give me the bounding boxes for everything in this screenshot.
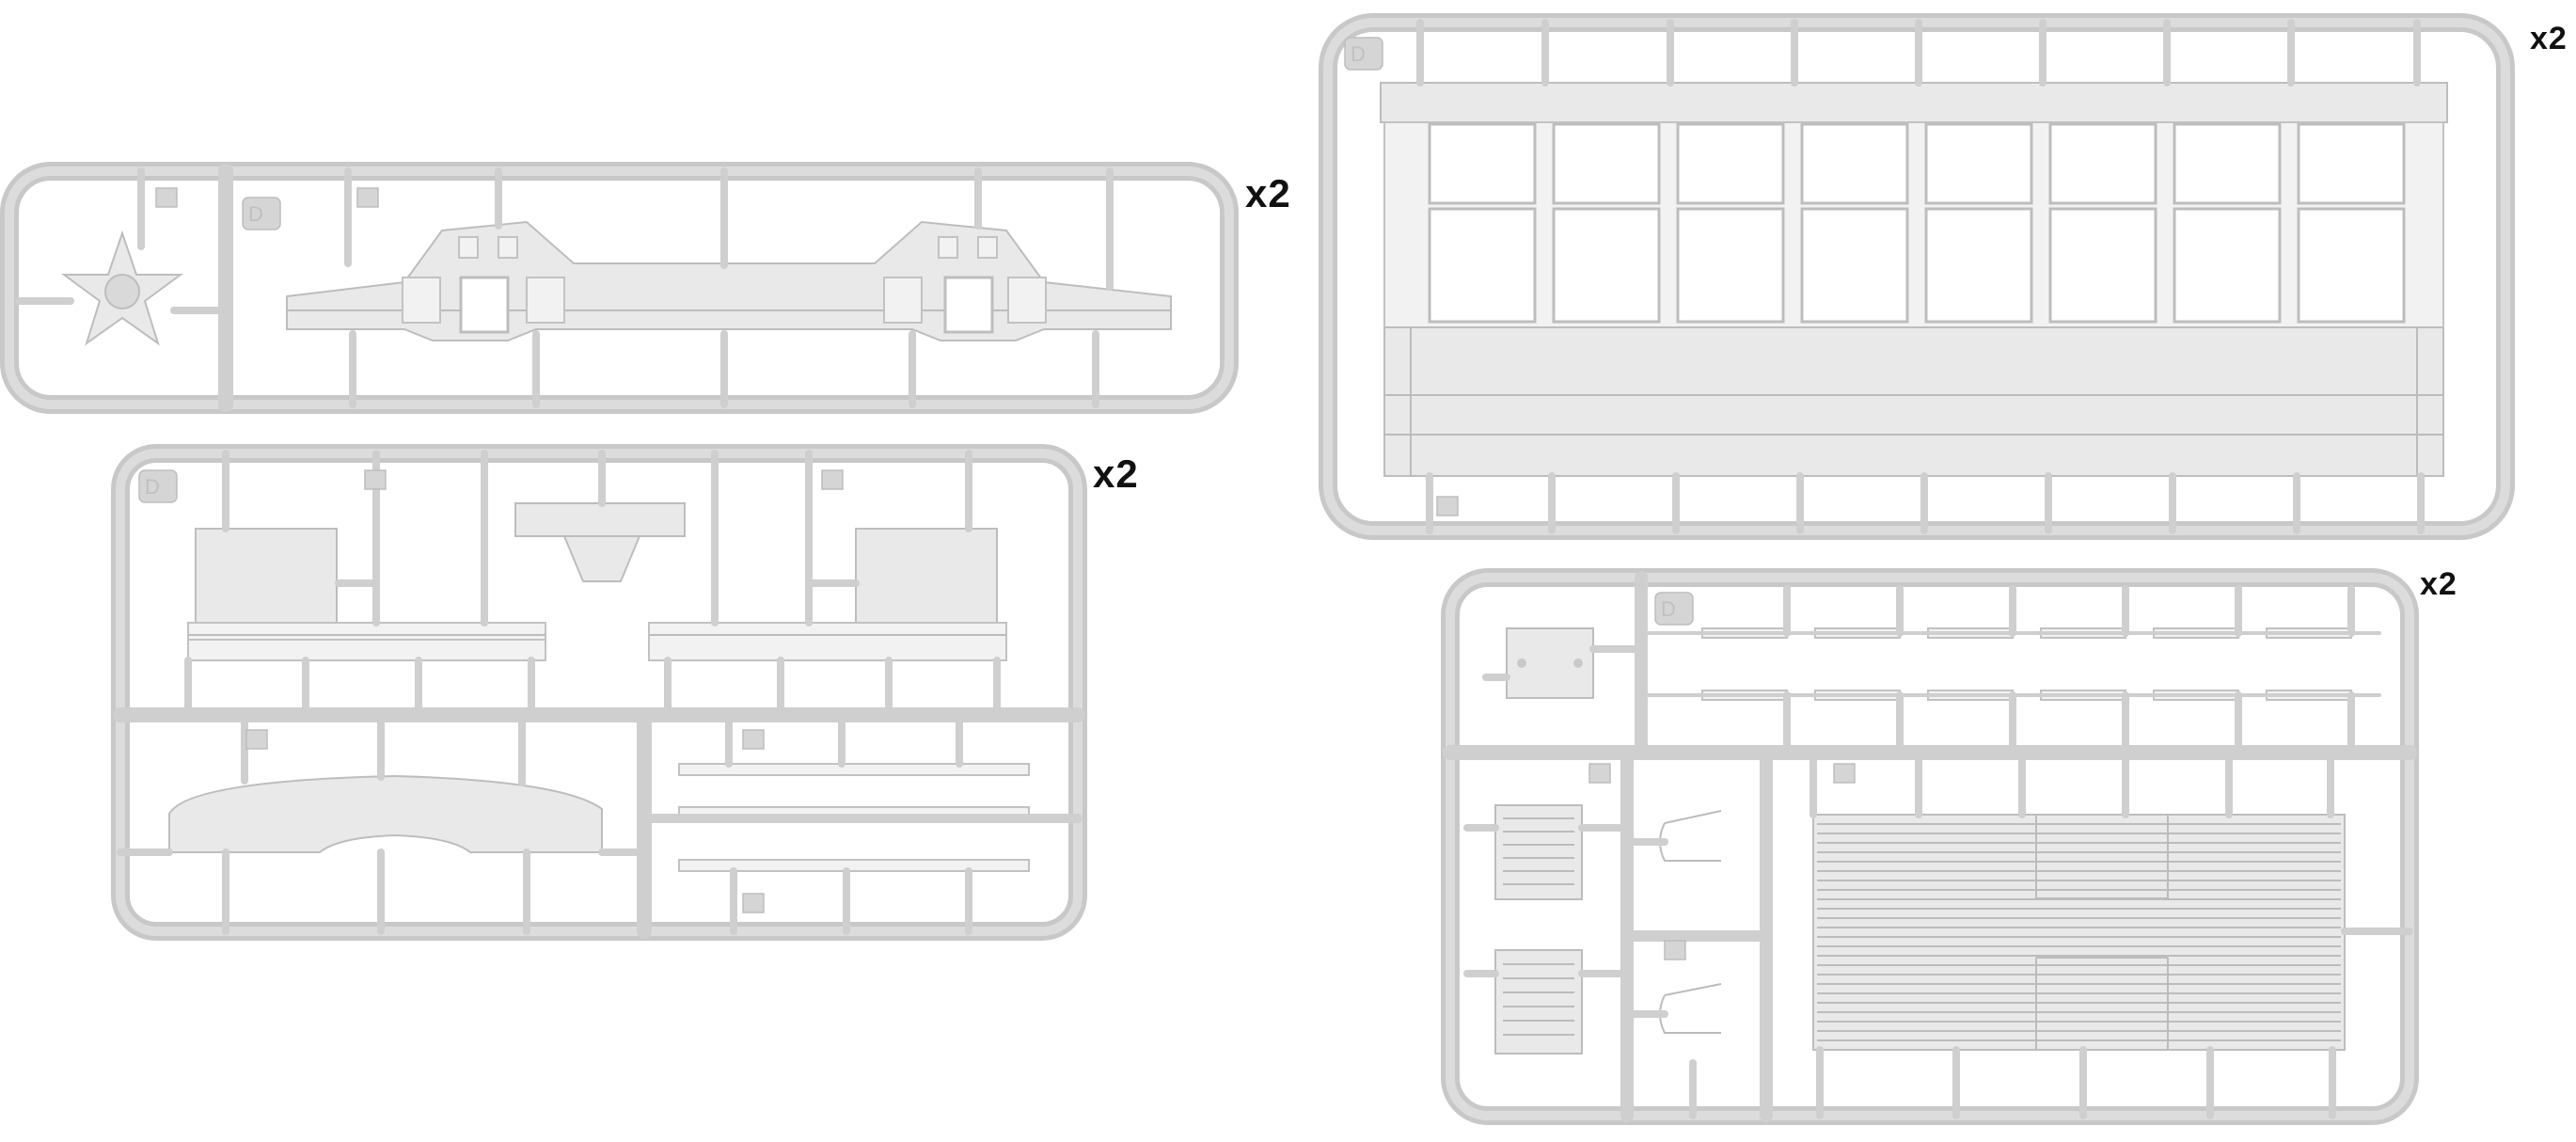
sprue-mid-left: D — [111, 444, 1087, 941]
runners-mid-left — [117, 450, 1083, 935]
step-box-right — [648, 528, 1007, 661]
svg-text:D: D — [145, 475, 160, 499]
svg-text:D: D — [248, 202, 263, 226]
star-part — [15, 167, 229, 346]
corrugated-panel-part — [1812, 814, 2346, 1051]
plate-part — [1482, 627, 1645, 699]
window-panel-part — [1380, 82, 2448, 477]
multiplier-label-top-right: x2 — [2530, 21, 2568, 56]
radiator-grille-lower — [1494, 949, 1583, 1055]
curved-roof-part — [168, 774, 603, 853]
sprue-letter-tag: D — [138, 469, 178, 503]
runners-top-left — [344, 167, 1114, 408]
svg-text:D: D — [1661, 597, 1676, 621]
multiplier-label-bottom-right: x2 — [2420, 566, 2457, 602]
runners-bottom-right — [1463, 749, 2413, 1119]
runners-top-right — [1416, 19, 2425, 534]
bracket-parts — [1623, 810, 1722, 1034]
svg-text:D: D — [1351, 42, 1366, 66]
multiplier-label-mid-left: x2 — [1093, 452, 1139, 496]
multiplier-label-top-left: x2 — [1245, 171, 1291, 215]
window-grid — [1428, 122, 2406, 324]
sprue-bottom-right: D — [1441, 568, 2419, 1125]
sprue-top-left: D — [0, 162, 1239, 414]
sprue-top-right: D — [1319, 13, 2515, 540]
step-box-left — [187, 528, 546, 661]
funnel-part — [514, 502, 686, 582]
corrugation-lines — [1817, 823, 2341, 1041]
lever-parts — [1639, 585, 2381, 756]
radiator-grille-upper — [1494, 804, 1583, 900]
chassis-frame-part — [286, 220, 1172, 341]
sprue-letter-tag: D — [1654, 592, 1694, 626]
sprue-letter-tag: D — [242, 197, 281, 230]
sprue-letter-tag: D — [1344, 37, 1383, 71]
